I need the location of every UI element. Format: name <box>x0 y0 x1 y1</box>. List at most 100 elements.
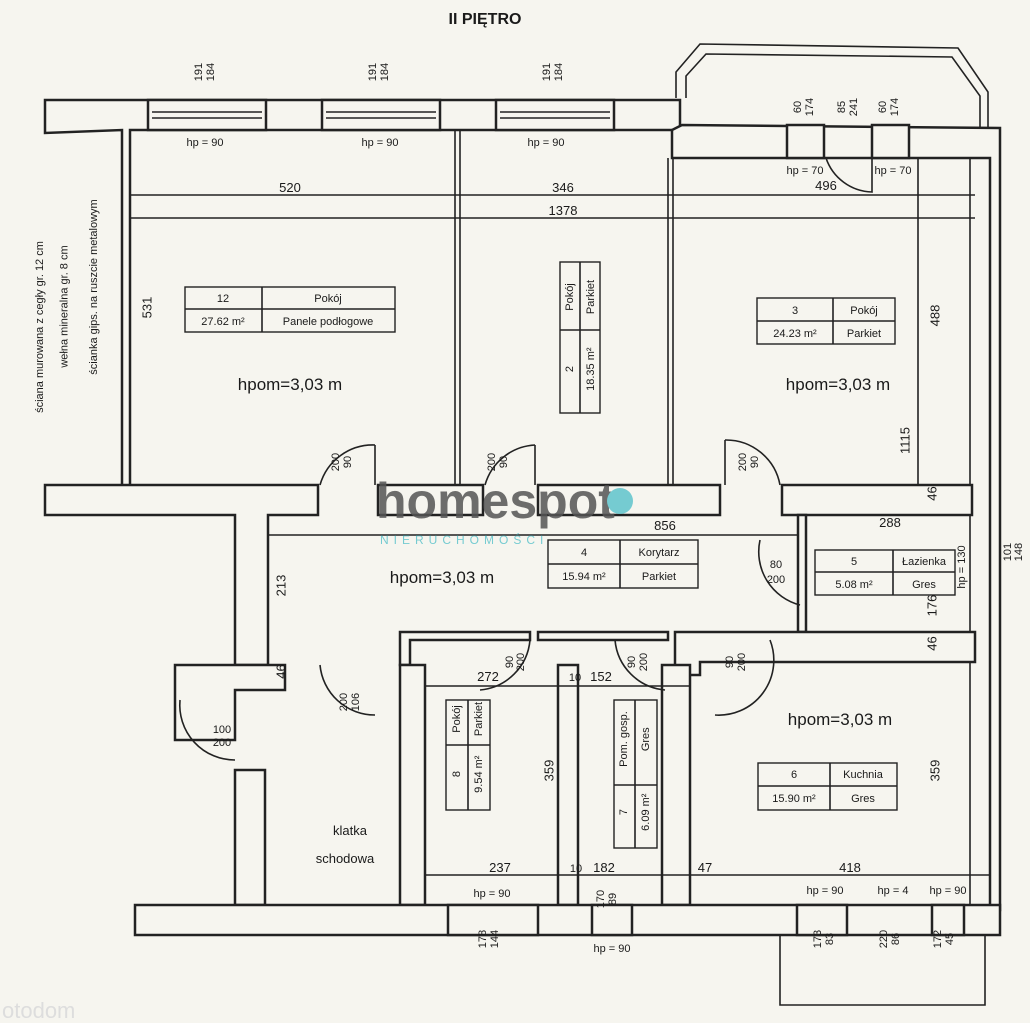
corridor-height: hpom=3,03 m <box>390 568 494 587</box>
svg-text:90: 90 <box>504 656 516 668</box>
svg-text:101: 101 <box>1002 543 1014 561</box>
svg-text:1115: 1115 <box>898 427 913 454</box>
room-7-number: 7 <box>618 809 630 815</box>
svg-text:83: 83 <box>824 933 836 945</box>
bay-window-inner <box>685 53 981 128</box>
svg-text:1378: 1378 <box>549 203 578 218</box>
room-7-label: Pom. gosp. Gres 7 6.09 m² <box>613 699 658 849</box>
room-3-floor: Parkiet <box>847 328 881 340</box>
room-3-height: hpom=3,03 m <box>786 375 890 394</box>
room-3-number: 3 <box>792 305 798 317</box>
svg-text:184: 184 <box>205 63 217 81</box>
watermark-sub: NIERUCHOMOŚCI <box>380 532 548 547</box>
svg-text:178: 178 <box>477 930 489 948</box>
svg-text:176: 176 <box>925 595 940 617</box>
right-wall <box>670 123 1002 912</box>
room-6-area: 15.90 m² <box>772 793 816 805</box>
room-12-name: Pokój <box>314 293 342 305</box>
room-6-floor: Gres <box>851 793 875 805</box>
svg-text:174: 174 <box>804 98 816 116</box>
watermark-dot-icon <box>607 488 633 514</box>
svg-text:520: 520 <box>279 180 301 195</box>
room-12-height: hpom=3,03 m <box>238 375 342 394</box>
svg-text:288: 288 <box>879 515 901 530</box>
svg-text:184: 184 <box>553 63 565 81</box>
room-8-name: Pokój <box>451 705 463 733</box>
room-5-area: 5.08 m² <box>835 579 873 591</box>
svg-text:85: 85 <box>836 101 848 113</box>
svg-text:200: 200 <box>330 453 342 471</box>
svg-text:184: 184 <box>379 63 391 81</box>
svg-text:237: 237 <box>489 860 511 875</box>
svg-text:90: 90 <box>724 656 736 668</box>
legend-wool: wełna mineralna gr. 8 cm <box>59 245 71 368</box>
svg-text:241: 241 <box>848 98 860 116</box>
svg-text:hp = 90: hp = 90 <box>473 888 510 900</box>
room-4-area: 15.94 m² <box>562 571 606 583</box>
bay-window-outline <box>675 43 989 128</box>
room-7-area: 6.09 m² <box>640 793 652 831</box>
svg-text:359: 359 <box>928 760 943 782</box>
svg-text:488: 488 <box>928 305 943 327</box>
svg-text:hp = 90: hp = 90 <box>929 885 966 897</box>
svg-text:90: 90 <box>498 456 510 468</box>
svg-text:hp = 4: hp = 4 <box>878 885 909 897</box>
homespot-watermark: homespot NIERUCHOMOŚCI <box>376 473 633 547</box>
svg-text:272: 272 <box>477 669 499 684</box>
corridor-width-856: 856 <box>654 518 676 533</box>
svg-text:418: 418 <box>839 860 861 875</box>
svg-text:90: 90 <box>626 656 638 668</box>
svg-text:531: 531 <box>140 297 155 319</box>
room-6-number: 6 <box>791 769 797 781</box>
svg-text:200: 200 <box>736 653 748 671</box>
svg-text:200: 200 <box>338 693 350 711</box>
room-4-floor: Parkiet <box>642 571 676 583</box>
room-3-label: 3 Pokój 24.23 m² Parkiet <box>756 297 896 345</box>
room-7-floor: Gres <box>640 727 652 751</box>
svg-text:200: 200 <box>767 574 785 586</box>
svg-text:hp = 130: hp = 130 <box>956 545 968 588</box>
watermark-brand: homespot <box>376 473 615 529</box>
svg-text:46: 46 <box>925 636 940 650</box>
otodom-watermark: otodom <box>2 998 75 1023</box>
svg-text:10: 10 <box>570 863 582 875</box>
staircase-label-1: klatka <box>333 823 368 838</box>
svg-text:46: 46 <box>274 664 289 678</box>
svg-text:220: 220 <box>878 930 890 948</box>
svg-text:90: 90 <box>342 456 354 468</box>
room-5-name: Łazienka <box>902 556 947 568</box>
svg-text:hp = 90: hp = 90 <box>361 137 398 149</box>
svg-text:10: 10 <box>569 672 581 684</box>
room-8-floor: Parkiet <box>473 702 485 736</box>
svg-text:hp = 90: hp = 90 <box>806 885 843 897</box>
svg-text:191: 191 <box>541 63 553 81</box>
svg-text:hp = 90: hp = 90 <box>186 137 223 149</box>
room-2-name: Pokój <box>564 283 576 311</box>
room-3-name: Pokój <box>850 305 878 317</box>
svg-text:148: 148 <box>1013 543 1025 561</box>
staircase-label-2: schodowa <box>316 851 375 866</box>
svg-text:hp = 70: hp = 70 <box>786 165 823 177</box>
room-5-floor: Gres <box>912 579 936 591</box>
svg-text:86: 86 <box>890 933 902 945</box>
svg-text:200: 200 <box>638 653 650 671</box>
svg-text:172: 172 <box>932 930 944 948</box>
room-12-area: 27.62 m² <box>201 316 245 328</box>
svg-text:191: 191 <box>367 63 379 81</box>
room-7-name: Pom. gosp. <box>618 711 630 767</box>
svg-text:213: 213 <box>274 575 289 597</box>
room-4-number: 4 <box>581 547 587 559</box>
svg-text:191: 191 <box>193 63 205 81</box>
floor-title: II PIĘTRO <box>449 11 522 28</box>
legend-gips: ścianka gips. na ruszcie metalowym <box>88 199 100 374</box>
room-3-area: 24.23 m² <box>773 328 817 340</box>
windows-top <box>146 98 911 193</box>
svg-text:46: 46 <box>925 486 940 500</box>
room-8-area: 9.54 m² <box>473 755 485 793</box>
